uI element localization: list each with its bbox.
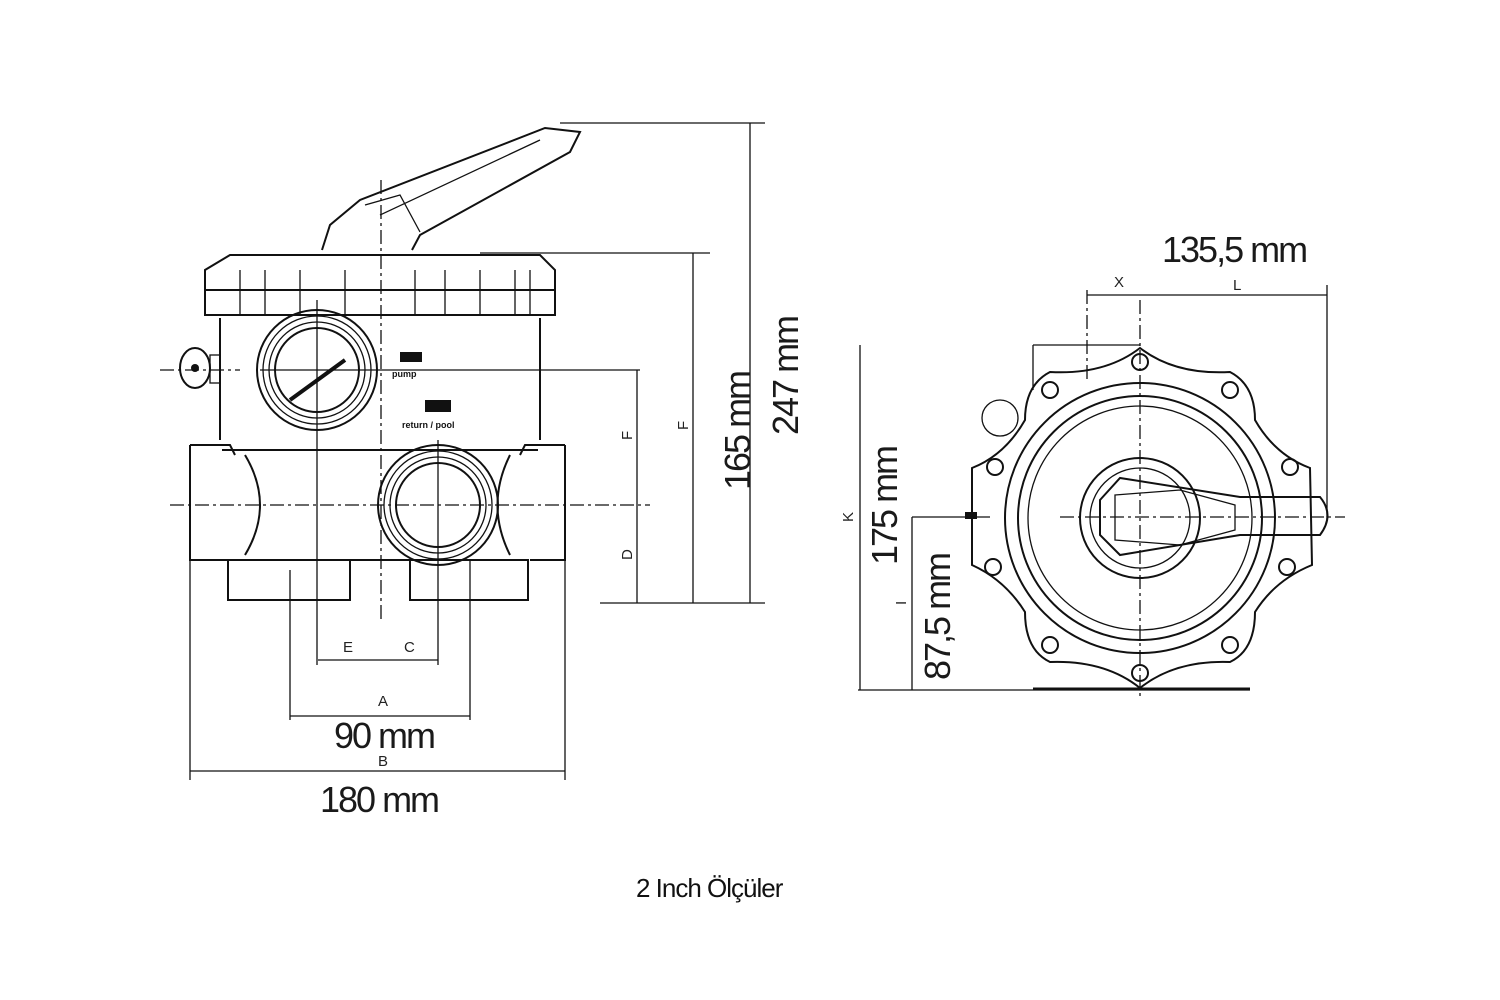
- label-K: K: [840, 512, 857, 522]
- dim-180-mm: 180 mm: [320, 779, 438, 820]
- pump-label: pump: [392, 369, 417, 379]
- dim-165-mm: 165 mm: [717, 372, 758, 490]
- top-handle: [1099, 476, 1329, 557]
- side-view: pump return / pool 165 mm 247 mm F D F E…: [160, 122, 806, 820]
- label-B: B: [378, 753, 388, 770]
- foot-right: [409, 559, 529, 601]
- caption: 2 Inch Ölçüler: [636, 873, 784, 903]
- label-H: F: [675, 421, 692, 430]
- dim-247-mm: 247 mm: [765, 317, 806, 435]
- gauge-icon: [981, 399, 1019, 437]
- label-I: I: [893, 601, 910, 605]
- bolts: [984, 353, 1299, 682]
- dim-90-mm: 90 mm: [334, 715, 434, 756]
- valve-body: [219, 318, 541, 451]
- label-L: L: [1233, 277, 1241, 294]
- dim-175-mm: 175 mm: [864, 447, 905, 565]
- label-D: D: [619, 549, 636, 560]
- return-pool-label: return / pool: [402, 420, 455, 430]
- label-X: X: [1114, 274, 1124, 291]
- label-A: A: [378, 693, 388, 710]
- top-view: 135,5 mm X L 175 mm 87,5 mm K I: [840, 229, 1345, 700]
- label-F: F: [619, 431, 636, 440]
- foot-left: [227, 559, 351, 601]
- drain-knob: [179, 347, 221, 389]
- label-E: E: [343, 639, 353, 656]
- dim-87-5-mm: 87,5 mm: [917, 554, 958, 680]
- dim-135-5-mm: 135,5 mm: [1162, 229, 1306, 270]
- label-C: C: [404, 639, 415, 656]
- valve-handle: [321, 126, 582, 251]
- top-flange: [204, 254, 556, 316]
